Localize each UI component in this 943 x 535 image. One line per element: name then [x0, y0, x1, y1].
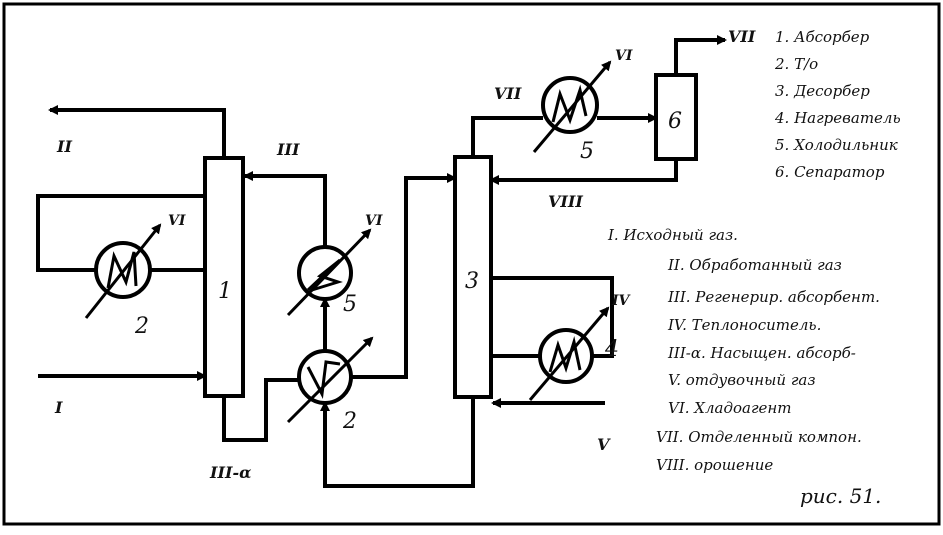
legend-item-6: 6. Сепаратор: [775, 163, 885, 181]
stream-label-separated-out: VII: [728, 27, 756, 46]
legend-item-5: 5. Холодильник: [775, 136, 898, 154]
legend-item-7: I. Исходный газ.: [607, 226, 738, 244]
absorber-column: [203, 156, 245, 398]
unit-label-cooler-top: 5: [580, 139, 594, 164]
stream-label-separated-desorber: VII: [494, 84, 522, 103]
stream-label-reflux: VIII: [548, 192, 583, 211]
stream-label-saturated-absorbent: III-α: [209, 463, 251, 482]
stream-label-regen-absorbent: III: [276, 140, 300, 159]
legend-item-4: 4. Нагреватель: [774, 109, 901, 127]
figure-caption: рис. 51.: [800, 484, 881, 508]
unit-label-exchanger-left: 2: [134, 314, 149, 339]
stream-label-stripping-gas: V: [597, 435, 611, 454]
unit-label-heater: 4: [604, 337, 619, 362]
legend-item-9: III. Регенерир. абсорбент.: [667, 288, 880, 306]
stream-label-feed-gas: I: [54, 398, 63, 417]
legend-item-1: 1. Абсорбер: [775, 28, 870, 46]
legend-item-3: 3. Десорбер: [775, 82, 870, 100]
stream-label-coolant-top: VI: [615, 48, 633, 64]
legend-item-15: VIII. орошение: [656, 456, 773, 474]
legend-item-14: VII. Отделенный компон.: [656, 428, 862, 446]
unit-label-exchanger-mid: 2: [342, 409, 357, 434]
stream-label-treated-gas: II: [56, 137, 72, 156]
unit-label-cooler-mid: 5: [343, 292, 357, 317]
unit-label-absorber: 1: [218, 279, 232, 304]
diagram-border: [2, 2, 941, 526]
stream-label-coolant-left: VI: [168, 213, 186, 229]
stream-label-heat-carrier: IV: [611, 293, 632, 309]
legend-item-2: 2. Т/о: [774, 55, 818, 73]
stream-label-coolant-mid: VI: [365, 213, 383, 229]
legend-item-13: VI. Хладоагент: [668, 399, 792, 417]
legend-item-10: IV. Теплоноситель.: [667, 316, 821, 334]
legend-item-8: II. Обработанный газ: [667, 256, 842, 274]
unit-label-separator: 6: [668, 109, 682, 134]
unit-label-desorber: 3: [465, 269, 479, 294]
legend-item-11: III-α. Насыщен. абсорб-: [667, 344, 856, 362]
cooler-top: [541, 76, 599, 134]
legend-item-12: V. отдувочный газ: [668, 371, 816, 389]
